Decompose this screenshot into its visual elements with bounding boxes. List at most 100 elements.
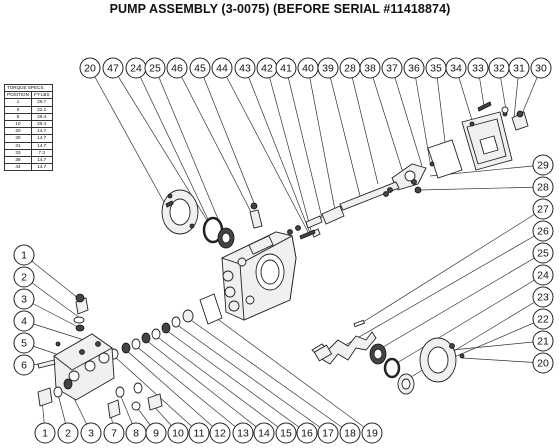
callout-circle bbox=[234, 57, 256, 79]
top-leader-line bbox=[307, 67, 336, 211]
callout-circle bbox=[145, 422, 167, 444]
torque-value: 29.4 bbox=[30, 120, 53, 129]
callout-number: 6 bbox=[21, 360, 27, 372]
callout-number: 23 bbox=[537, 292, 549, 304]
callout-circle bbox=[317, 422, 339, 444]
top-callout: 28 bbox=[339, 57, 361, 79]
callout-circle bbox=[188, 422, 210, 444]
bottom-leader-line bbox=[113, 355, 200, 434]
torque-position: 30 bbox=[4, 134, 32, 143]
bottom-leader-line bbox=[125, 349, 221, 434]
callout-circle bbox=[359, 57, 381, 79]
bearing-cover-left bbox=[161, 189, 199, 235]
callout-circle bbox=[403, 57, 425, 79]
callout-number: 4 bbox=[21, 316, 27, 328]
torque-position: 8 bbox=[4, 112, 32, 122]
callout-number: 36 bbox=[408, 63, 420, 75]
right-callout: 23 bbox=[532, 286, 554, 308]
left-callout: 6 bbox=[13, 354, 35, 376]
callout-circle bbox=[13, 266, 35, 288]
top-leader-line bbox=[391, 67, 423, 167]
right-leader-line bbox=[391, 274, 544, 367]
torque-position: 31 bbox=[4, 141, 32, 150]
top-callout: 34 bbox=[445, 57, 467, 79]
left-leader-line bbox=[23, 276, 81, 319]
callout-number: 18 bbox=[344, 428, 356, 440]
callout-number: 11 bbox=[194, 428, 205, 440]
bottom-callout: 8 bbox=[125, 422, 147, 444]
callout-circle bbox=[296, 422, 318, 444]
callout-circle bbox=[467, 57, 489, 79]
bottom-leader-line bbox=[187, 317, 351, 434]
callout-number: 39 bbox=[322, 63, 334, 75]
callout-number: 8 bbox=[133, 428, 139, 440]
right-callout: 29 bbox=[532, 154, 554, 176]
torque-position: 6 bbox=[4, 105, 32, 114]
bottom-callout: 3 bbox=[80, 422, 102, 444]
bearing-cover-right bbox=[419, 337, 465, 383]
bottom-callout: 11 bbox=[188, 422, 210, 444]
left-leader-line bbox=[23, 298, 81, 329]
top-leader-line bbox=[435, 67, 447, 151]
right-callout: 26 bbox=[532, 220, 554, 242]
bottom-callout: 16 bbox=[296, 422, 318, 444]
top-callout: 44 bbox=[211, 57, 233, 79]
callout-circle bbox=[79, 57, 101, 79]
callout-number: 27 bbox=[537, 204, 549, 216]
bottom-leader-line bbox=[135, 345, 244, 434]
callout-circle bbox=[13, 332, 35, 354]
callout-number: 19 bbox=[366, 428, 378, 440]
callout-number: 9 bbox=[153, 428, 159, 440]
bottom-callout: 9 bbox=[145, 422, 167, 444]
callout-circle bbox=[532, 352, 554, 374]
dipstick bbox=[249, 202, 263, 229]
bottom-callout: 7 bbox=[103, 422, 125, 444]
callout-circle bbox=[532, 286, 554, 308]
callout-number: 22 bbox=[537, 314, 549, 326]
top-leader-line bbox=[154, 67, 227, 239]
callout-circle bbox=[13, 288, 35, 310]
callout-circle bbox=[13, 244, 35, 266]
callout-number: 35 bbox=[430, 63, 442, 75]
left-callout: 3 bbox=[13, 288, 35, 310]
torque-value: 14.7 bbox=[30, 141, 53, 150]
callout-number: 26 bbox=[537, 226, 549, 238]
top-callout: 32 bbox=[488, 57, 510, 79]
callout-circle bbox=[530, 57, 552, 79]
left-callout: 5 bbox=[13, 332, 35, 354]
callout-number: 21 bbox=[537, 336, 549, 348]
callout-circle bbox=[275, 422, 297, 444]
callout-circle bbox=[275, 57, 297, 79]
callout-number: 28 bbox=[344, 63, 356, 75]
right-callout: 27 bbox=[532, 198, 554, 220]
top-leader-line bbox=[369, 67, 405, 177]
callout-circle bbox=[102, 57, 124, 79]
top-callout: 40 bbox=[297, 57, 319, 79]
callout-circle bbox=[532, 154, 554, 176]
callout-number: 3 bbox=[21, 294, 27, 306]
callout-number: 30 bbox=[535, 63, 547, 75]
oil-cap bbox=[501, 106, 529, 131]
callout-circle bbox=[144, 57, 166, 79]
top-callout: 33 bbox=[467, 57, 489, 79]
callout-number: 45 bbox=[194, 63, 206, 75]
right-callout: 20 bbox=[532, 352, 554, 374]
bottom-leader-line bbox=[145, 339, 265, 434]
top-leader-line bbox=[176, 67, 253, 215]
callout-circle bbox=[317, 57, 339, 79]
left-callout: 2 bbox=[13, 266, 35, 288]
bottom-leader-line bbox=[175, 323, 329, 434]
top-callout: 38 bbox=[359, 57, 381, 79]
bottom-callout: 10 bbox=[167, 422, 189, 444]
bearing-25 bbox=[217, 227, 235, 249]
bottom-callout: 19 bbox=[361, 422, 383, 444]
top-callout: 41 bbox=[275, 57, 297, 79]
top-callout: 39 bbox=[317, 57, 339, 79]
